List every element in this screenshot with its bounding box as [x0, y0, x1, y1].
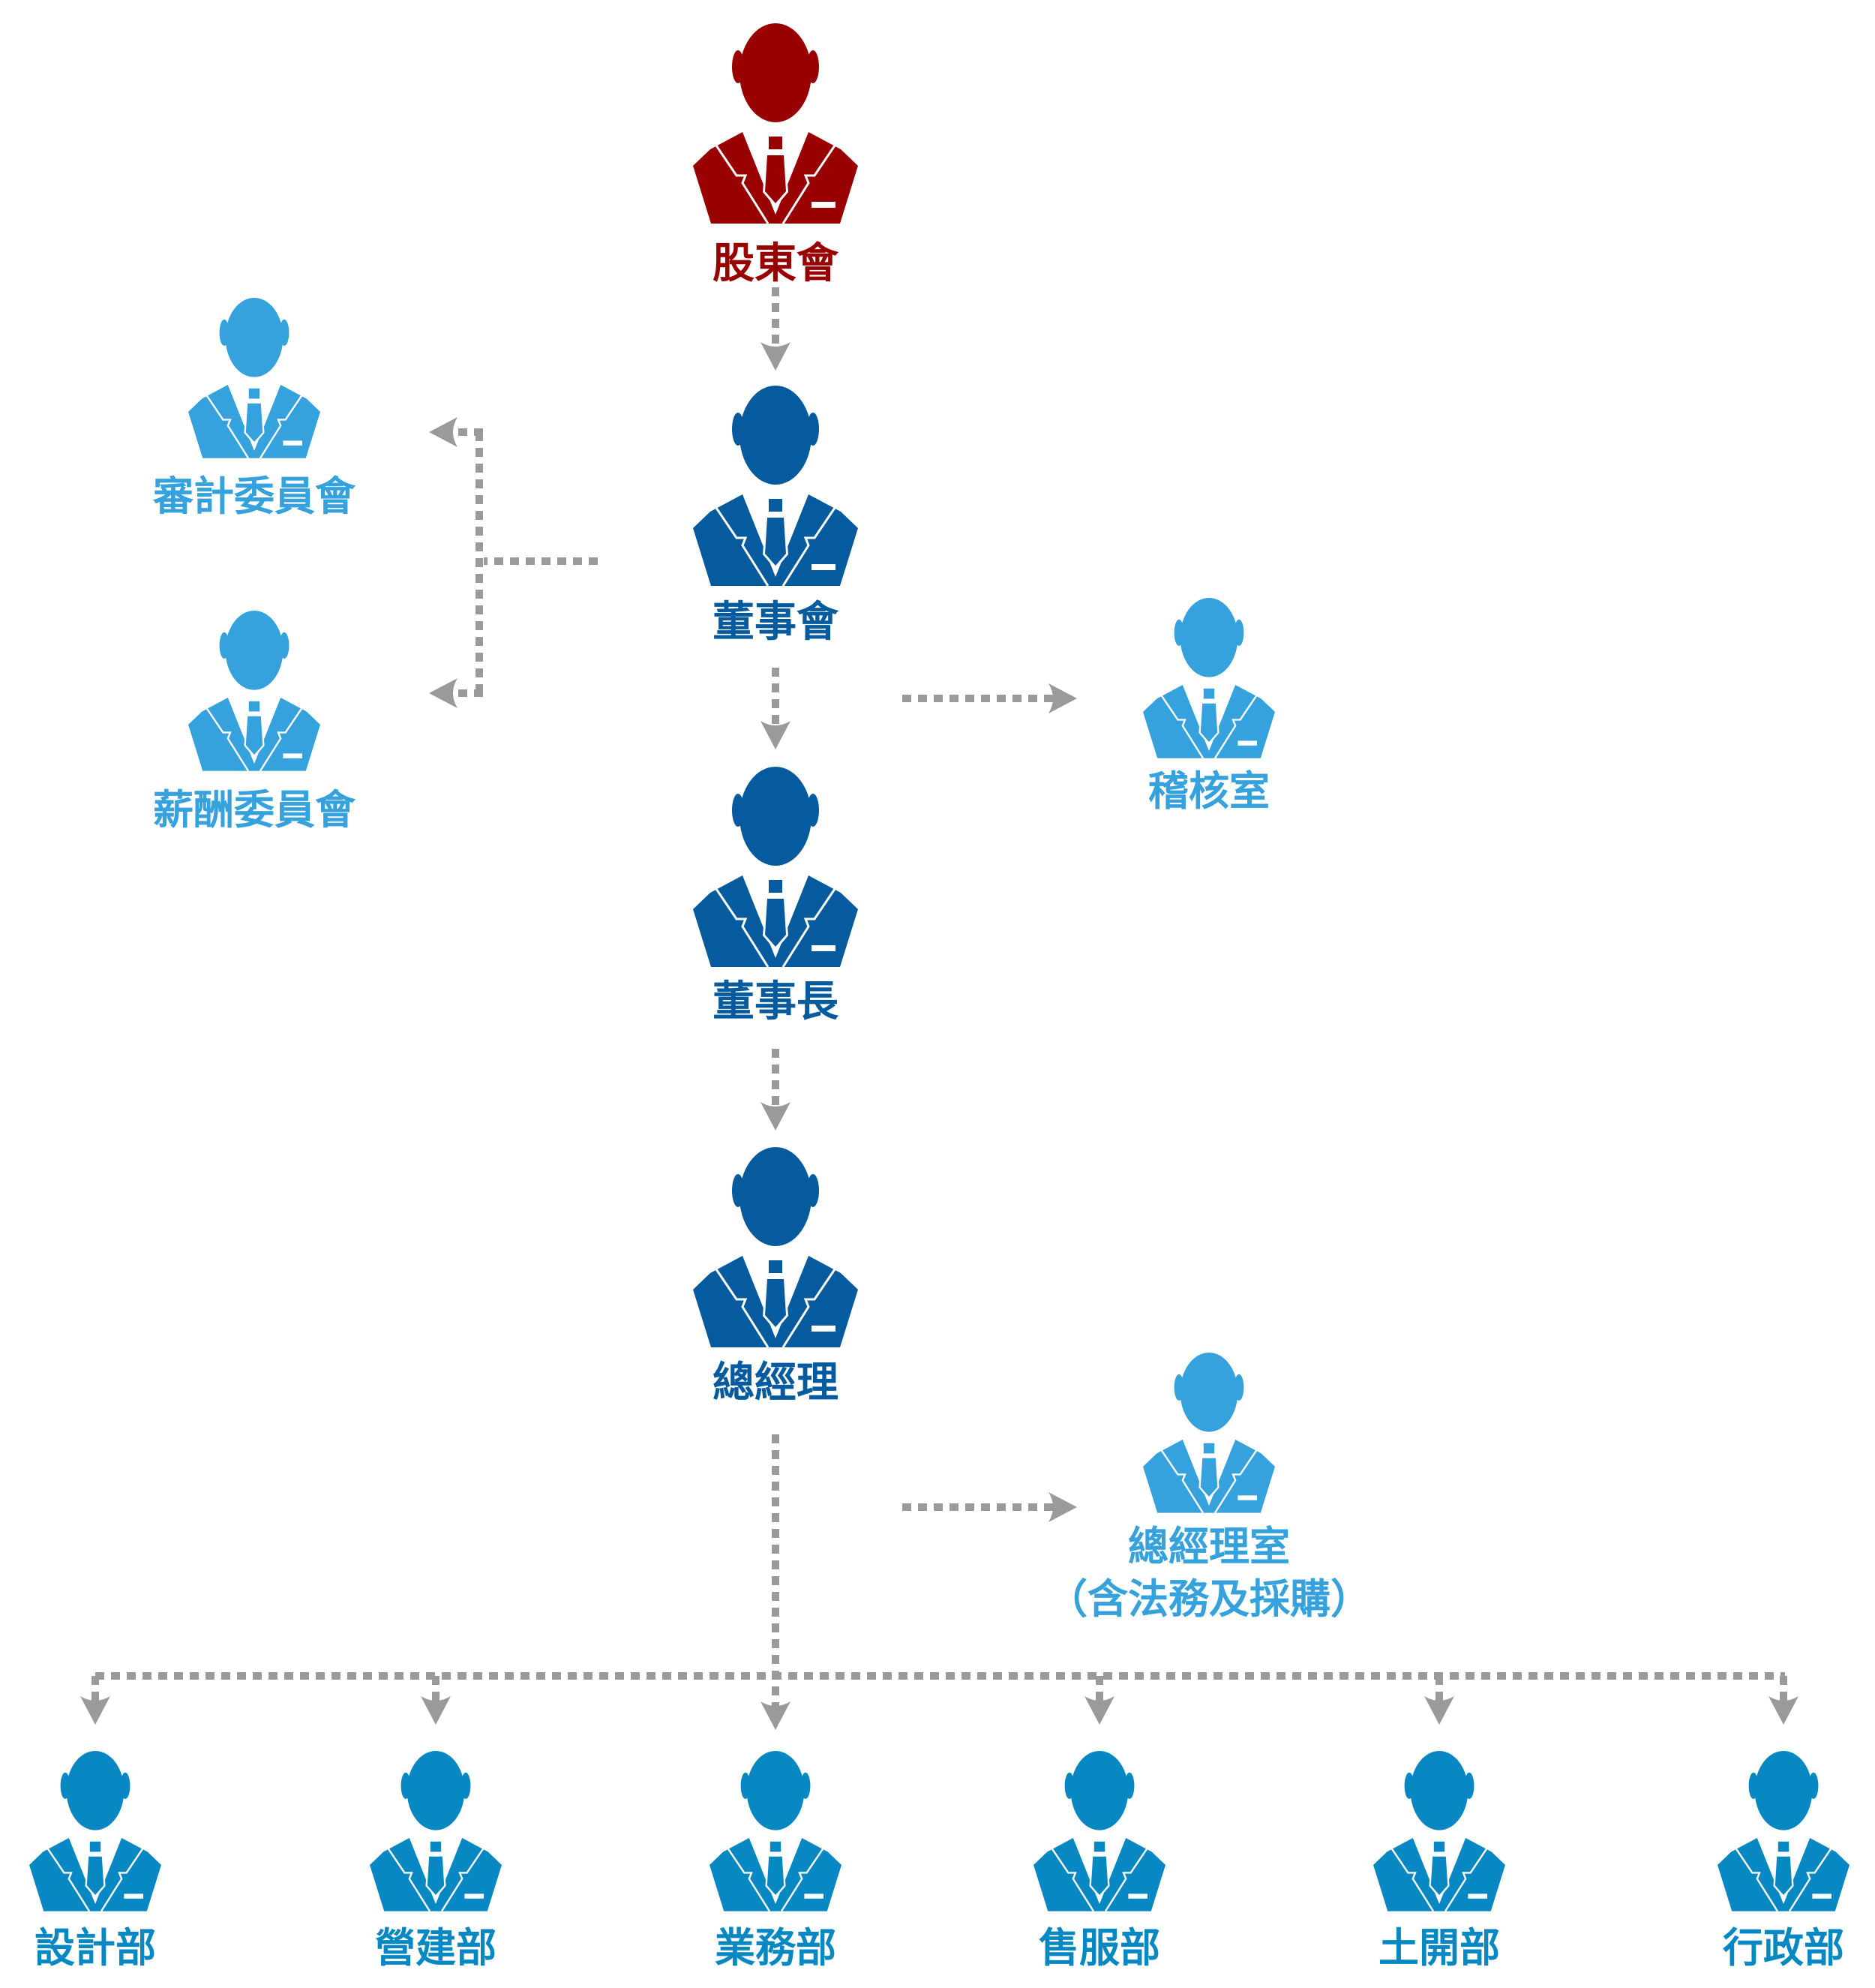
person-icon	[1034, 1751, 1166, 1912]
node-chairman: 董事長	[693, 767, 858, 1026]
department-label: 行政部	[1723, 1924, 1844, 1971]
department-label: 營建部	[375, 1924, 496, 1971]
node-label: 稽核室	[1148, 767, 1270, 815]
person-icon	[1373, 1751, 1505, 1912]
node-label: 總經理	[712, 1359, 838, 1407]
person-icon	[1143, 598, 1275, 759]
department-node: 售服部	[1034, 1751, 1166, 1971]
person-icon	[710, 1751, 842, 1912]
arrow-left-icon	[429, 417, 458, 447]
node-label: 董事長	[712, 977, 839, 1026]
node-audit-committee: 審計委員會	[152, 298, 356, 520]
department-label: 售服部	[1039, 1924, 1160, 1971]
department-arrows	[80, 1676, 1798, 1730]
arrow-down-icon	[760, 342, 790, 371]
arrow-left-icon	[429, 678, 458, 708]
node-board: 董事會	[693, 386, 858, 647]
connectors	[80, 287, 1798, 1730]
departments: 設計部 營建部 業務部 售服部 土開部 行政部	[29, 1751, 1850, 1971]
person-icon	[1143, 1353, 1275, 1514]
node-shareholders: 股東會	[693, 23, 858, 288]
person-icon	[1718, 1751, 1850, 1912]
department-node: 設計部	[29, 1751, 161, 1971]
node-label: 董事會	[712, 598, 839, 647]
department-label: 土開部	[1378, 1924, 1500, 1971]
node-audit-office: 稽核室	[1143, 598, 1275, 815]
person-icon	[693, 386, 858, 587]
node-label: 總經理室	[1128, 1523, 1290, 1570]
node-compensation-committee: 薪酬委員會	[153, 611, 356, 833]
person-icon	[188, 298, 320, 459]
department-label: 業務部	[715, 1924, 836, 1971]
person-icon	[693, 767, 858, 968]
department-node: 營建部	[370, 1751, 502, 1971]
person-icon	[693, 23, 858, 225]
node-label: 薪酬委員會	[153, 786, 356, 833]
person-icon	[693, 1147, 858, 1349]
department-node: 行政部	[1718, 1751, 1850, 1971]
department-label: 設計部	[34, 1924, 156, 1971]
node-gm-office: 總經理室 （含法務及採購）	[1047, 1353, 1371, 1623]
arrow-down-icon	[760, 721, 790, 749]
arrow-down-icon	[760, 1102, 790, 1131]
node-label: 股東會	[712, 239, 839, 288]
person-icon	[188, 611, 320, 772]
department-node: 土開部	[1373, 1751, 1505, 1971]
person-icon	[29, 1751, 161, 1912]
node-sublabel: （含法務及採購）	[1047, 1575, 1371, 1623]
department-node: 業務部	[710, 1751, 842, 1971]
node-label: 審計委員會	[152, 473, 356, 520]
node-general-manager: 總經理	[693, 1147, 858, 1407]
person-icon	[370, 1751, 502, 1912]
